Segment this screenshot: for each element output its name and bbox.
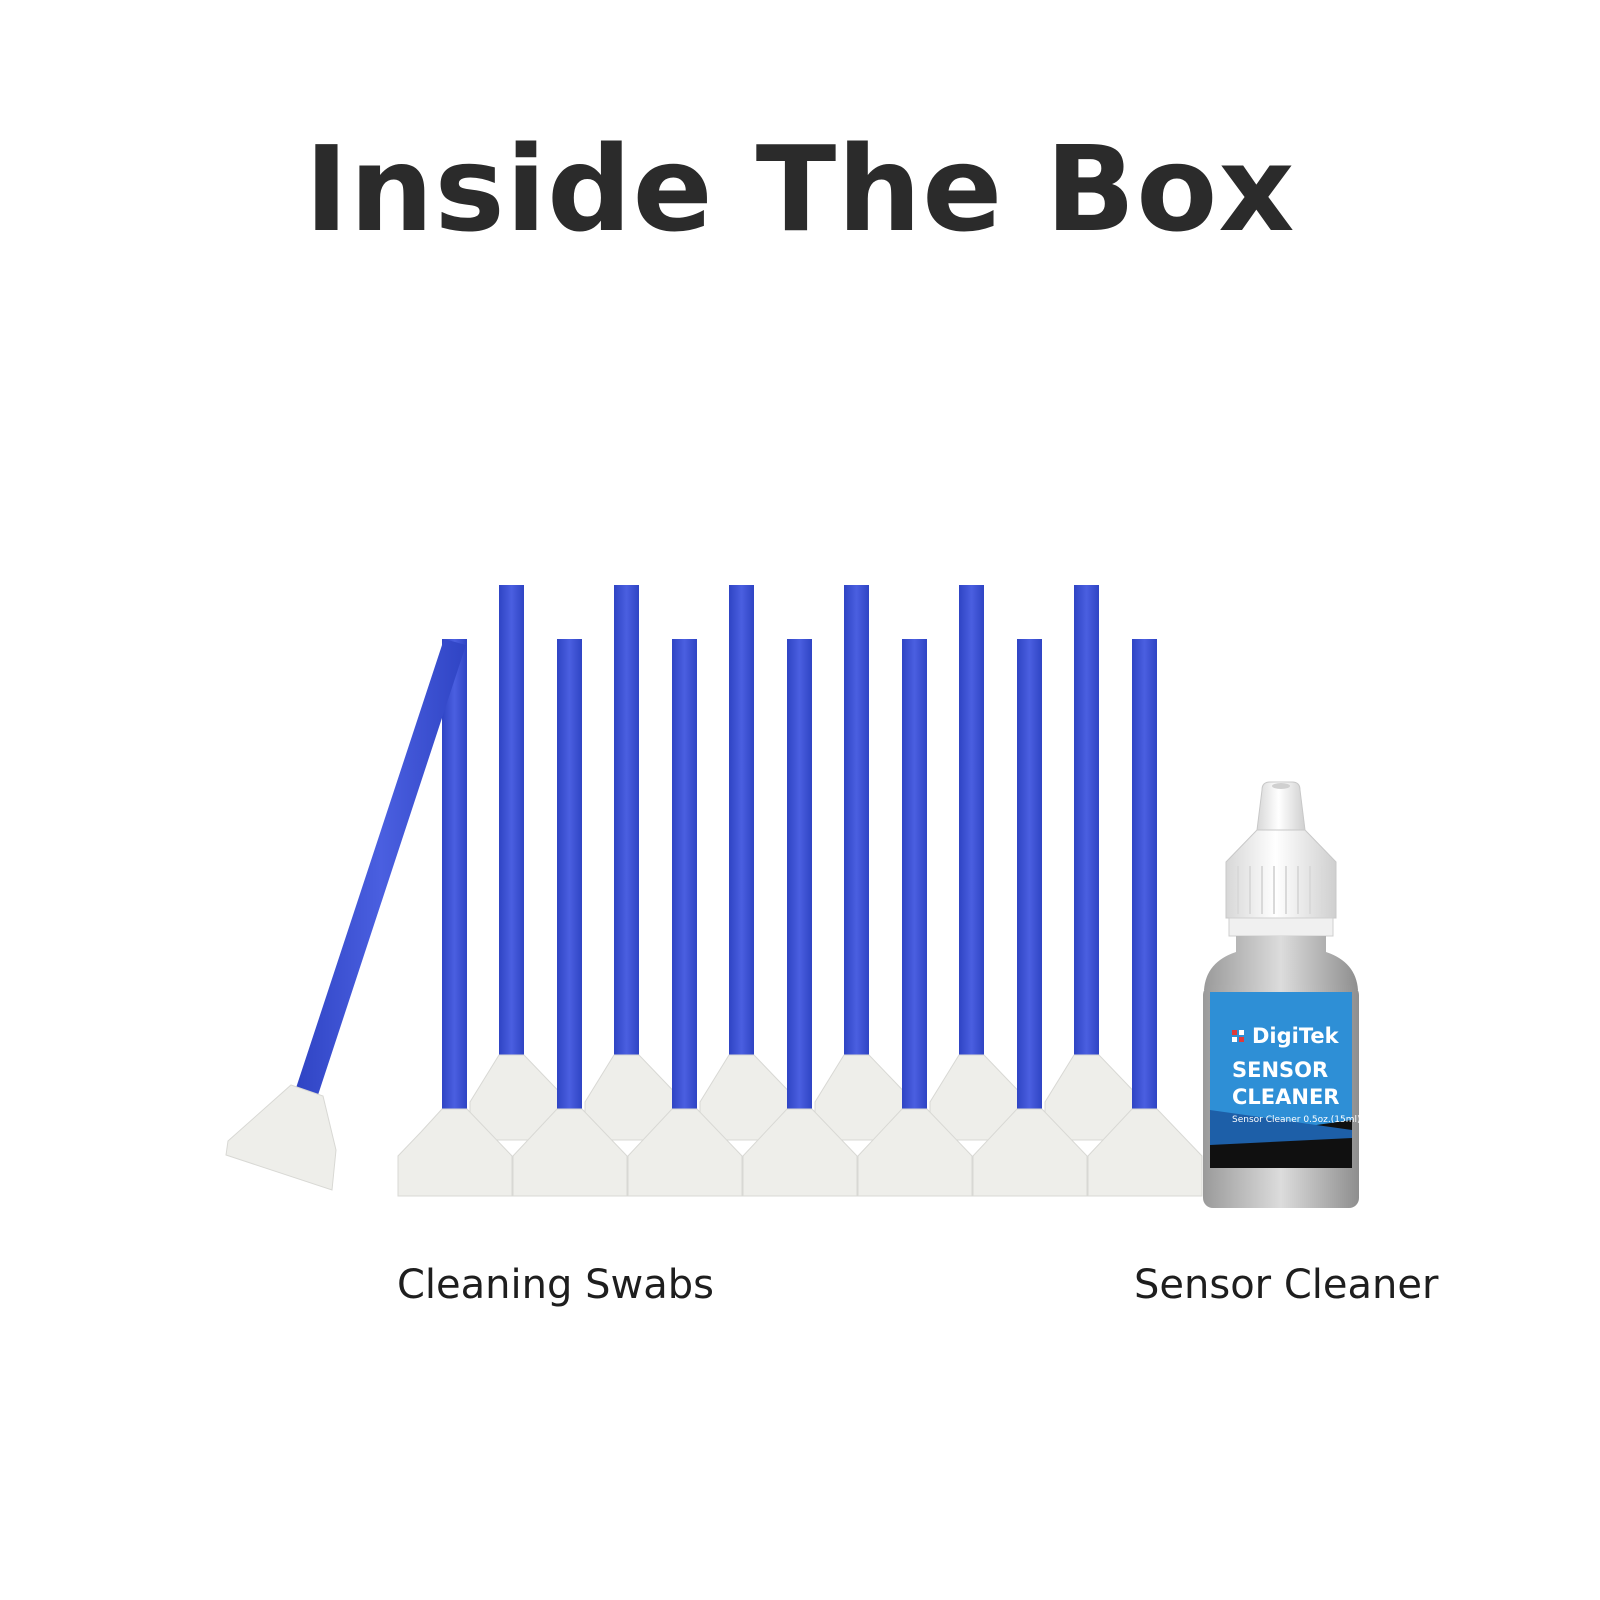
cleaning-swab <box>857 639 973 1197</box>
cleaning-swab <box>699 585 800 1141</box>
cleaning-swab-tilted <box>225 639 466 1191</box>
cleaning-swab <box>469 585 570 1141</box>
bottle-label-line1: SENSOR <box>1232 1058 1328 1082</box>
cleaning-swab <box>929 585 1030 1141</box>
swab-front-row <box>397 639 1203 1197</box>
caption-sensor-cleaner: Sensor Cleaner <box>1134 1262 1439 1308</box>
cleaning-swab <box>627 639 743 1197</box>
cleaning-swab <box>1044 585 1145 1141</box>
cleaning-swab <box>814 585 915 1141</box>
sensor-cleaner-bottle: DigiTek SENSOR CLEANER Sensor Cleaner 0.… <box>1203 781 1361 1208</box>
swab-back-row <box>469 585 1145 1141</box>
cleaning-swab <box>1087 639 1203 1197</box>
bottle-label-line2: CLEANER <box>1232 1085 1339 1109</box>
brand-logo-icon <box>1232 1030 1244 1042</box>
cleaning-swab <box>512 639 628 1197</box>
cleaning-swab <box>742 639 858 1197</box>
bottle-brand: DigiTek <box>1252 1024 1340 1048</box>
bottle-volume: Sensor Cleaner 0.5oz.(15ml) <box>1232 1115 1361 1125</box>
cleaning-swab <box>397 639 513 1197</box>
caption-cleaning-swabs: Cleaning Swabs <box>397 1262 714 1308</box>
cleaning-swab <box>584 585 685 1141</box>
page-title: Inside The Box <box>304 120 1296 258</box>
cleaning-swab <box>972 639 1088 1197</box>
